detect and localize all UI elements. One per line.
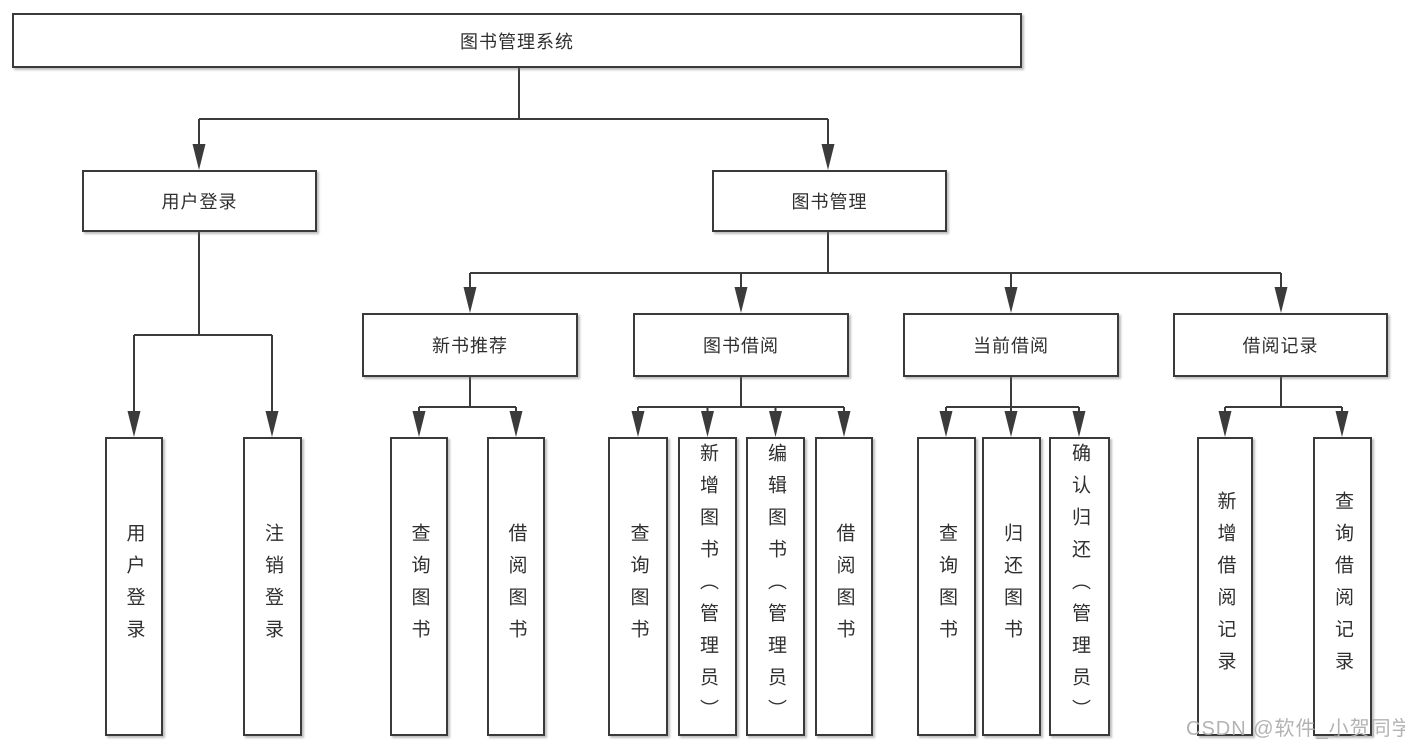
connector-userlogin-children [133, 232, 273, 413]
node-leaf-user-login: 用户登录 [105, 437, 163, 736]
node-book-mgmt-label: 图书管理 [791, 192, 868, 212]
node-leaf-query-borrow-record-label: 查询借阅记录 [1332, 490, 1353, 683]
node-leaf-edit-book-admin: 编辑图书（管理员） [746, 437, 805, 736]
node-leaf-borrow-book-rec-label: 借阅图书 [505, 522, 527, 651]
node-leaf-borrow-book-borrow-label: 借阅图书 [833, 522, 855, 651]
node-borrow-records: 借阅记录 [1173, 313, 1388, 377]
node-leaf-query-book-rec: 查询图书 [390, 437, 448, 736]
node-leaf-add-borrow-record-label: 新增借阅记录 [1214, 490, 1236, 683]
node-leaf-query-book-borrow-label: 查询图书 [627, 522, 649, 651]
node-leaf-logout: 注销登录 [243, 437, 302, 736]
node-leaf-query-book-rec-label: 查询图书 [408, 522, 430, 651]
node-book-borrow: 图书借阅 [633, 313, 849, 377]
node-leaf-query-borrow-record: 查询借阅记录 [1313, 437, 1372, 736]
connector-bookmgmt-children [469, 232, 1282, 289]
arrow-down-icon [701, 411, 714, 437]
arrow-down-icon [1335, 411, 1349, 437]
arrow-down-icon [734, 287, 748, 313]
arrow-down-icon [463, 287, 477, 313]
connector-bookborrow-children [637, 377, 845, 413]
arrowheads [127, 144, 1349, 437]
connector-borrowrecords-children [1224, 377, 1343, 413]
arrow-down-icon [1274, 287, 1288, 313]
arrow-down-icon [265, 411, 279, 437]
arrow-down-icon [821, 144, 835, 170]
arrow-down-icon [127, 411, 141, 437]
node-leaf-return-book: 归还图书 [982, 437, 1041, 736]
arrow-down-icon [769, 411, 782, 437]
node-user-login-label: 用户登录 [161, 192, 238, 212]
node-leaf-return-book-label: 归还图书 [1001, 522, 1022, 651]
node-current-borrow-label: 当前借阅 [973, 336, 1049, 356]
node-leaf-borrow-book-rec: 借阅图书 [487, 437, 545, 736]
node-leaf-add-book-admin: 新增图书（管理员） [678, 437, 737, 736]
node-new-book-rec: 新书推荐 [362, 313, 578, 377]
node-leaf-confirm-return-admin: 确认归还（管理员） [1049, 437, 1110, 736]
node-leaf-user-login-label: 用户登录 [123, 522, 145, 651]
node-leaf-query-book-current: 查询图书 [917, 437, 976, 736]
node-root: 图书管理系统 [12, 13, 1022, 68]
node-leaf-query-book-borrow: 查询图书 [608, 437, 668, 736]
arrow-down-icon [631, 411, 645, 437]
node-book-borrow-label: 图书借阅 [703, 336, 779, 356]
csdn-watermark: CSDN @软件_小贺同学 [1186, 718, 1405, 740]
arrow-down-icon [1218, 411, 1232, 437]
connector-currentborrow-children [945, 377, 1080, 413]
node-book-mgmt: 图书管理 [712, 170, 947, 232]
node-leaf-logout-label: 注销登录 [262, 522, 283, 651]
node-current-borrow: 当前借阅 [903, 313, 1119, 377]
node-leaf-query-book-current-label: 查询图书 [936, 522, 957, 651]
arrow-down-icon [1004, 287, 1018, 313]
node-leaf-add-book-admin-label: 新增图书（管理员） [697, 442, 718, 731]
arrow-down-icon [939, 411, 953, 437]
node-root-label: 图书管理系统 [460, 31, 574, 52]
arrow-down-icon [1072, 411, 1086, 437]
arrow-down-icon [412, 411, 426, 437]
connector-newbookrec-children [418, 377, 517, 413]
arrow-down-icon [509, 411, 523, 437]
node-leaf-add-borrow-record: 新增借阅记录 [1197, 437, 1253, 736]
arrow-down-icon [1004, 411, 1018, 437]
arrow-down-icon [192, 144, 206, 170]
arrow-down-icon [837, 411, 851, 437]
node-user-login: 用户登录 [82, 170, 317, 232]
node-leaf-edit-book-admin-label: 编辑图书（管理员） [765, 442, 786, 731]
node-leaf-confirm-return-admin-label: 确认归还（管理员） [1069, 442, 1090, 731]
connector-root-to-level2 [198, 68, 829, 146]
node-leaf-borrow-book-borrow: 借阅图书 [815, 437, 873, 736]
node-borrow-records-label: 借阅记录 [1242, 336, 1319, 356]
node-new-book-rec-label: 新书推荐 [432, 336, 508, 356]
